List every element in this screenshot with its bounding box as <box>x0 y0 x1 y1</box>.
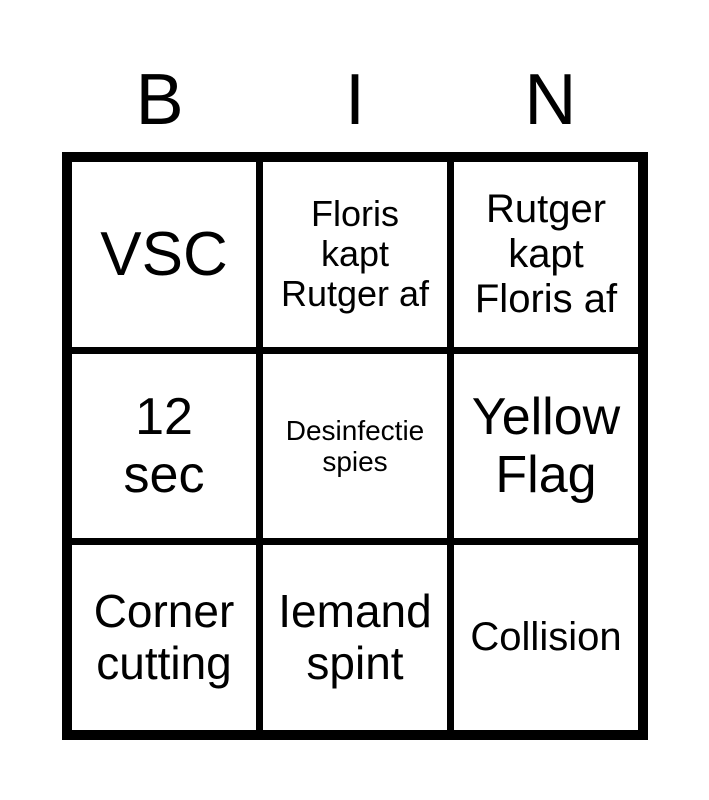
bingo-cell-label: Floris kapt Rutger af <box>280 192 430 315</box>
bingo-grid: VSC Floris kapt Rutger af Rutger kapt Fl… <box>62 152 648 740</box>
bingo-cell[interactable]: Yellow Flag <box>454 353 638 539</box>
bingo-cell-label: Rutger kapt Floris af <box>474 187 618 321</box>
bingo-cell-label: Desinfectie spies <box>285 414 425 477</box>
bingo-cell[interactable]: Collision <box>454 545 638 730</box>
bingo-cell[interactable]: Corner cutting <box>72 545 256 730</box>
bingo-cell[interactable]: Floris kapt Rutger af <box>263 162 447 347</box>
bingo-header-row: B I N <box>62 48 648 152</box>
bingo-cell-label: Corner cutting <box>93 585 235 689</box>
bingo-cell-label: Yellow Flag <box>471 387 621 504</box>
bingo-cell[interactable]: Rutger kapt Floris af <box>454 162 638 347</box>
bingo-header-letter-i: I <box>344 60 365 140</box>
bingo-cell-label: VSC <box>100 219 228 289</box>
bingo-cell[interactable]: 12 sec <box>72 353 256 539</box>
bingo-cell-label: Collision <box>470 615 622 660</box>
bingo-cell-label: Iemand spint <box>278 585 432 689</box>
bingo-cell[interactable]: Iemand spint <box>263 545 447 730</box>
bingo-cell-label: 12 sec <box>123 387 205 504</box>
bingo-cell[interactable]: VSC <box>72 162 256 347</box>
bingo-header-letter-b: B <box>135 60 184 140</box>
bingo-cell[interactable]: Desinfectie spies <box>263 353 447 539</box>
bingo-header-letter-n: N <box>524 60 577 140</box>
